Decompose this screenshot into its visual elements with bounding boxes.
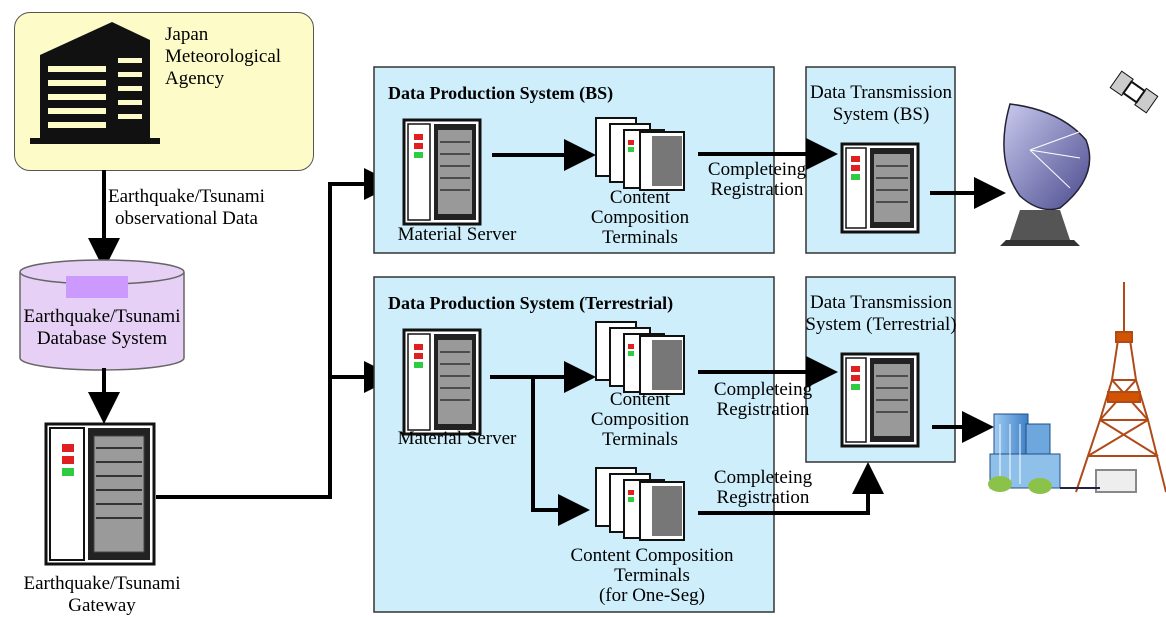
terrestrial-transmission-server-icon (840, 352, 920, 448)
oneseg-terminals-label: Content Composition Terminals (for One-S… (570, 545, 734, 606)
bs-material-server-icon (402, 118, 482, 226)
completing-registration-label-2: Completeing Registration (713, 379, 813, 420)
terrestrial-material-server-label: Material Server (397, 428, 517, 449)
terrestrial-terminals-label: Content Composition Terminals (590, 389, 690, 450)
dts-terrestrial-label: Data Transmission System (Terrestrial) (805, 292, 957, 335)
gateway-server-icon (44, 422, 156, 566)
arrow-gateway-to-bs (156, 168, 396, 499)
bs-transmission-server-icon (840, 142, 920, 234)
terrestrial-terminals-icon (595, 321, 685, 395)
database-label: Earthquake/Tsunami Database System (23, 306, 181, 349)
dps-bs-title: Data Production System (BS) (388, 83, 614, 103)
gateway-label: Earthquake/Tsunami Gateway (23, 573, 181, 616)
office-building-icon (30, 22, 160, 144)
satellite-dish-icon (1000, 103, 1091, 246)
dps-terrestrial-title: Data Production System (Terrestrial) (388, 293, 674, 313)
satellite-icon (1109, 70, 1159, 114)
dts-bs-label: Data Transmission System (BS) (810, 82, 952, 125)
arrow-terr-server-to-oneseg (531, 377, 590, 526)
broadcast-tower-icon (1075, 282, 1166, 493)
completing-registration-label-3: Completeing Registration (713, 467, 813, 508)
arrow-oneseg-to-dts (698, 462, 884, 515)
jma-label: Japan Meteorological Agency (165, 24, 282, 89)
bs-material-server-label: Material Server (397, 224, 517, 245)
oneseg-terminals-icon (595, 467, 685, 541)
terrestrial-material-server-icon (402, 328, 482, 436)
bs-terminals-label: Content Composition Terminals (590, 187, 690, 248)
observational-data-label: Earthquake/Tsunami observational Data (108, 186, 265, 229)
completing-registration-label-1: Completeing Registration (707, 159, 807, 200)
bs-terminals-icon (595, 117, 685, 191)
broadcast-building-icon (988, 413, 1061, 494)
